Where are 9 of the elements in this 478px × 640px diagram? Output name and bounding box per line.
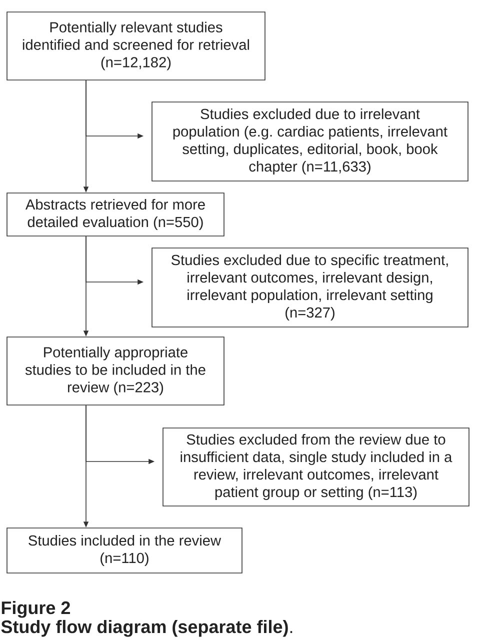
process-box: Studies included in the review (n=110) bbox=[6, 528, 242, 574]
process-box: Studies excluded due to irrelevant population (e.g. cardiac patients, irrelevant setting, duplicates, editorial, book, book chapter (n=11,633) bbox=[152, 102, 468, 182]
process-box: Potentially appropriate studies to be included in the review (n=223) bbox=[6, 336, 224, 406]
process-box: Studies excluded due to specific treatment, irrelevant outcomes, irrelevant design, irrelevant population, irrelevant setting (n=327) bbox=[152, 248, 468, 328]
process-box: Abstracts retrieved for more detailed evaluation (n=550) bbox=[6, 192, 224, 236]
process-box: Potentially relevant studies identified and screened for retrieval (n=12,182) bbox=[6, 12, 266, 80]
process-box: Studies excluded from the review due to insufficient data, single study included in a review, irrelevant outcomes, irrelevant patient group or setting (n=113) bbox=[162, 428, 470, 506]
figure-caption: Study flow diagram (separate file). bbox=[1, 620, 292, 637]
figure-title: Figure 2 bbox=[2, 600, 70, 618]
